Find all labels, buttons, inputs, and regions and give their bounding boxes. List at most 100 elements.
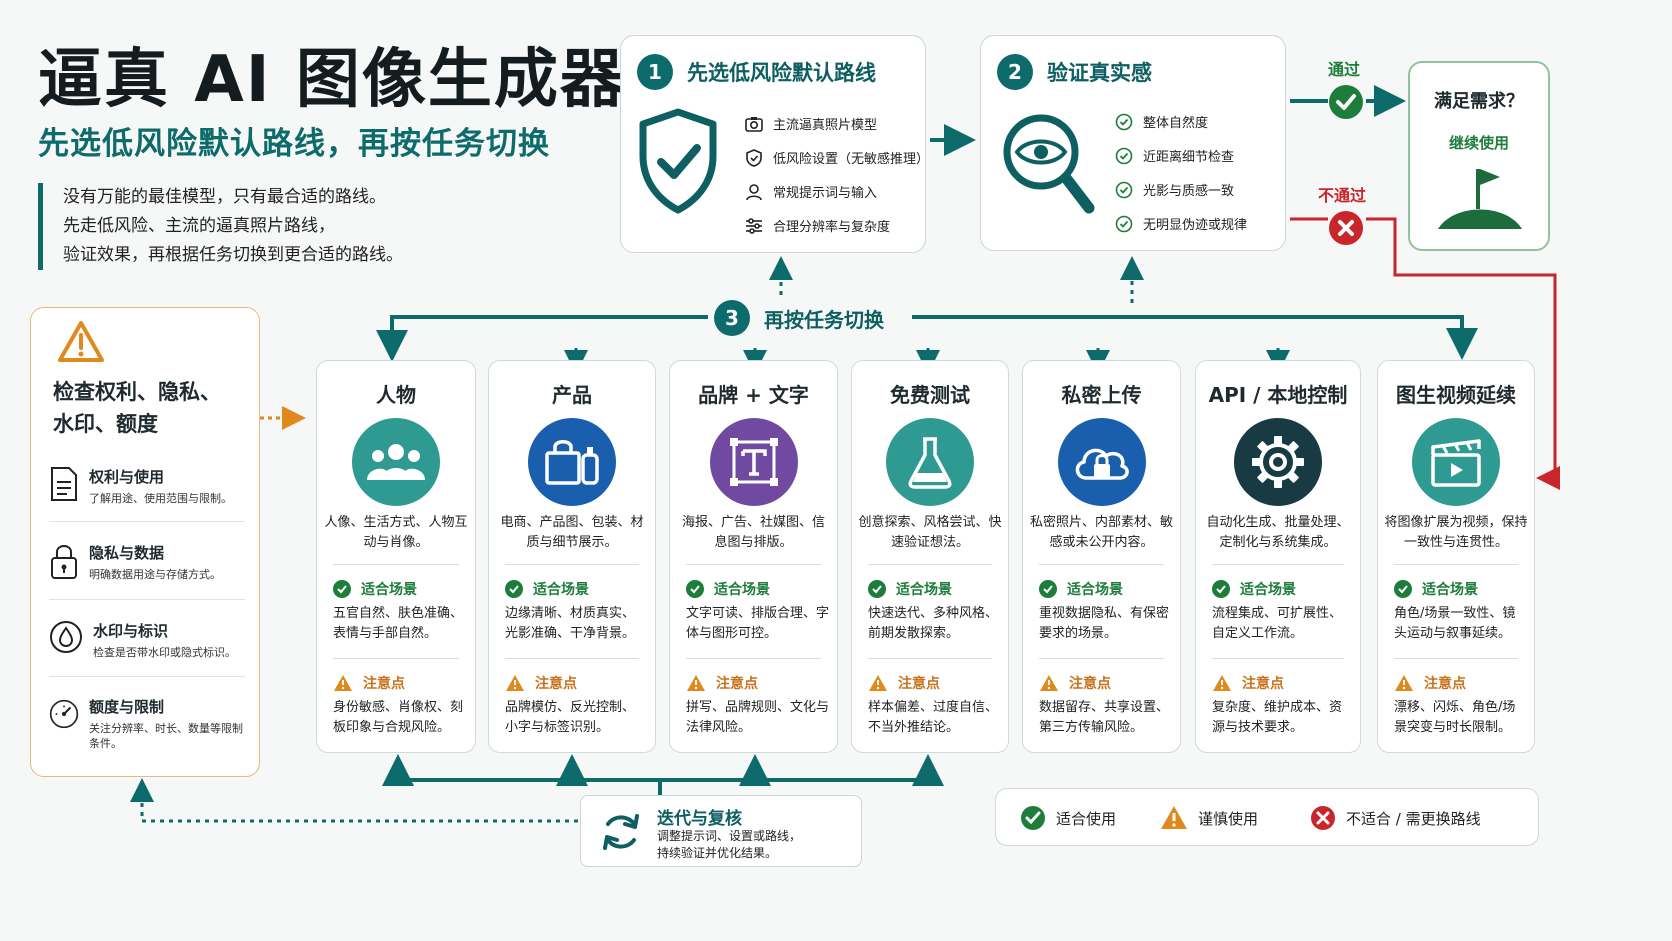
step1-item: 低风险设置（无敏感推理） [745,148,929,167]
legend: 适合使用 谨慎使用 不适合 / 需更换路线 [995,788,1539,846]
task-desc: 自动化生成、批量处理、定制化与系统集成。 [1206,515,1350,550]
caution-label: 注意点 [1069,676,1111,692]
check-desc: 关注分辨率、时长、数量等限制条件。 [89,722,244,750]
fail-x-icon [1329,211,1363,245]
step1-item-label: 低风险设置（无敏感推理） [773,152,930,167]
step1-item-label: 主流逼真照片模型 [773,118,878,133]
step1-item: 主流逼真照片模型 [745,114,877,133]
check-title: 额度与限制 [89,698,165,716]
step2-item: 光影与质感一致 [1115,180,1234,199]
step3-title: 再按任务切换 [764,307,884,332]
check-privacy: 隐私与数据明确数据用途与存储方式。 [49,542,245,582]
task-name: 品牌 + 文字 [698,383,809,407]
divider [333,564,459,565]
caution-label: 注意点 [363,676,405,692]
fit-label: 适合场景 [1067,582,1123,598]
divider [1394,564,1518,565]
divider [49,676,245,677]
check-desc: 明确数据用途与存储方式。 [89,568,221,581]
step2-item: 近距离细节检查 [1115,146,1234,165]
decision-title: 满足需求？ [1434,91,1524,112]
caution-text: 复杂度、维护成本、资源与技术要求。 [1212,700,1343,735]
step2-card: 2 验证真实感 整体自然度 近距离细节检查 光影与质感一致 无明显伪迹或规律 [980,35,1286,251]
divider [868,658,992,659]
fit-label: 适合场景 [1240,582,1296,598]
caution-heading: 注意点 [333,673,405,693]
check-circle-icon [868,580,886,598]
step2-title: 验证真实感 [1047,61,1152,85]
flag-hill-icon [1438,169,1522,229]
caution-heading: 注意点 [1039,673,1111,693]
caution-label: 注意点 [535,676,577,692]
legend-unfit-label: 不适合 / 需更换路线 [1346,809,1481,828]
fit-label: 适合场景 [896,582,952,598]
warning-icon [687,675,705,691]
caution-text: 品牌模仿、反光控制、小字与标签识别。 [505,700,636,735]
warning-icon [334,675,352,691]
warning-icon [869,675,887,691]
pass-check-icon [1329,85,1363,119]
clapperboard-icon [1412,418,1500,506]
check-title: 权利与使用 [89,468,165,486]
checks-title-line: 检查权利、隐私、 [53,380,221,404]
step2-header: 2 验证真实感 [997,54,1152,90]
checks-title-line: 水印、额度 [53,412,158,436]
task-card-product: 产品 电商、产品图、包装、材质与细节展示。 适合场景 边缘清晰、材质真实、光影准… [488,360,656,753]
step1-item: 合理分辨率与复杂度 [745,216,890,235]
intro-line: 没有万能的最佳模型，只有最合适的路线。 [63,187,386,207]
task-desc: 创意探索、风格尝试、快速验证想法。 [858,515,1002,550]
fit-text: 快速迭代、多种风格、前期发散探索。 [868,606,999,641]
caution-label: 注意点 [716,676,758,692]
caution-heading: 注意点 [868,673,940,693]
check-circle-icon [505,580,523,598]
divider [505,564,639,565]
check-circle-icon [1115,215,1133,232]
legend-caution-label: 谨慎使用 [1198,809,1259,828]
check-circle-icon [1021,806,1045,830]
checks-card: 检查权利、隐私、 水印、额度 权利与使用了解用途、使用范围与限制。 隐私与数据明… [30,307,260,777]
step2-item: 整体自然度 [1115,112,1208,131]
step3-header: 3 再按任务切换 [714,300,884,336]
warning-icon [506,675,524,691]
gauge-icon [49,699,79,729]
divider [686,564,821,565]
fit-text: 流程集成、可扩展性、自定义工作流。 [1212,606,1343,641]
step1-item-label: 常规提示词与输入 [773,186,878,201]
step2-item: 无明显伪迹或规律 [1115,214,1247,233]
fit-text: 文字可读、排版合理、字体与图形可控。 [686,606,830,641]
check-circle-icon [1115,113,1133,130]
caution-text: 数据留存、共享设置、第三方传输风险。 [1039,700,1170,735]
fit-heading: 适合场景 [1039,579,1123,599]
task-name: 免费测试 [890,383,970,407]
step1-item-label: 合理分辨率与复杂度 [773,220,891,235]
page-subtitle: 先选低风险默认路线，再按任务切换 [38,126,550,162]
step2-number: 2 [997,54,1033,90]
check-circle-icon [686,580,704,598]
lock-icon [51,545,77,579]
iterate-title: 迭代与复核 [657,809,742,829]
caution-label: 注意点 [898,676,940,692]
task-name: API / 本地控制 [1208,383,1348,407]
caution-heading: 注意点 [505,673,577,693]
warning-icon [1213,675,1231,691]
flask-icon [886,418,974,506]
task-name: 图生视频延续 [1396,383,1516,407]
divider [49,599,245,600]
task-desc: 人像、生活方式、人物互动与肖像。 [324,515,468,550]
fit-label: 适合场景 [361,582,417,598]
text-frame-icon [709,418,798,506]
fit-label: 适合场景 [533,582,589,598]
caution-text: 身份敏感、肖像权、刻板印象与合规风险。 [333,700,464,735]
shield-small-icon [746,148,762,167]
step2-item-label: 光影与质感一致 [1143,184,1235,199]
task-name: 人物 [376,383,416,407]
check-circle-icon [1115,181,1133,198]
task-card-private-upload: 私密上传 私密照片、内部素材、敏感或未公开内容。 适合场景 重视数据隐私、有保密… [1022,360,1181,753]
fit-heading: 适合场景 [505,579,589,599]
divider [1212,658,1344,659]
check-circle-icon [1039,580,1057,598]
fit-text: 重视数据隐私、有保密要求的场景。 [1039,606,1170,641]
task-card-image-to-video: 图生视频延续 将图像扩展为视频，保持一致性与连贯性。 适合场景 角色/场景一致性… [1377,360,1535,753]
pass-label: 通过 [1328,60,1361,79]
check-desc: 检查是否带水印或隐式标识。 [93,646,236,659]
